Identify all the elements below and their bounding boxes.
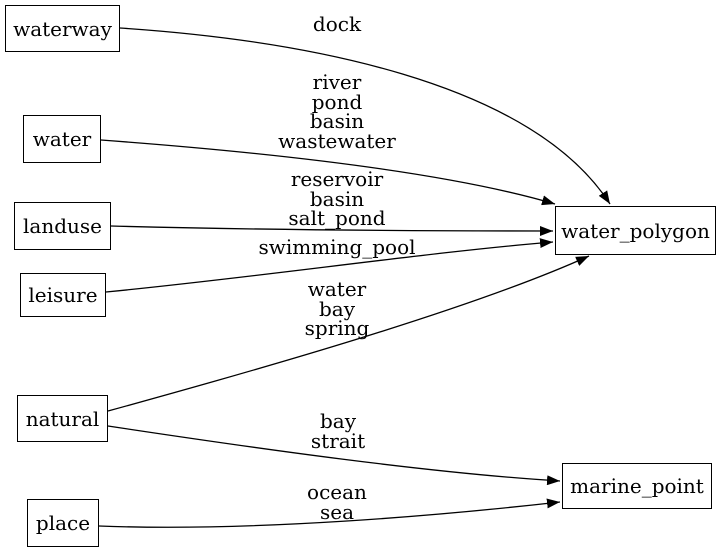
node-place: place: [27, 499, 99, 547]
edge-waterway-to-water_polygon: [119, 27, 611, 205]
edge-label-natural-water_polygon: water bay spring: [304, 277, 370, 340]
edge-label-line: basin: [309, 186, 365, 211]
node-label: waterway: [13, 16, 112, 41]
node-water: water: [23, 115, 101, 163]
node-label: natural: [25, 406, 100, 431]
edge-label-line: swimming_pool: [258, 235, 416, 259]
edge-label-line: dock: [312, 12, 362, 36]
edge-natural-to-marine_point: [107, 425, 561, 486]
edge-label-line: spring: [304, 316, 370, 340]
edge-water-to-water_polygon: [100, 139, 556, 206]
edge-label-line: water: [307, 277, 367, 301]
edge-leisure-to-water_polygon: [105, 238, 554, 293]
edge-natural-to-water_polygon: [107, 255, 590, 412]
edge-label-waterway-water_polygon: dock: [312, 12, 362, 36]
node-label: marine_point: [570, 474, 704, 498]
node-waterway: waterway: [5, 5, 120, 52]
edge-label-line: reservoir: [290, 167, 384, 191]
edge-label-line: strait: [310, 428, 366, 453]
node-natural: natural: [17, 395, 108, 442]
edge-label-landuse-water_polygon: reservoir basin salt_pond: [288, 167, 386, 230]
edge-label-line: salt_pond: [288, 206, 386, 230]
node-landuse: landuse: [14, 202, 111, 250]
node-water_polygon: water_polygon: [555, 206, 716, 255]
edge-place-to-marine_point: [98, 498, 561, 528]
edge-label-line: bay: [318, 296, 356, 321]
edge-landuse-to-water_polygon: [110, 225, 554, 236]
node-label: landuse: [23, 214, 102, 238]
node-leisure: leisure: [20, 273, 106, 317]
edge-label-leisure-water_polygon: swimming_pool: [258, 235, 416, 259]
edge-label-line: sea: [319, 499, 355, 524]
node-label: water: [32, 127, 92, 151]
node-label: leisure: [28, 283, 98, 307]
edge-label-line: wastewater: [278, 128, 396, 153]
node-marine_point: marine_point: [562, 463, 712, 509]
edge-label-natural-marine_point: bay strait: [310, 409, 366, 453]
edge-label-line: ocean: [307, 480, 367, 504]
node-label: water_polygon: [561, 218, 710, 243]
edge-label-water-water_polygon: river pond basin wastewater: [278, 70, 396, 153]
edge-label-line: river: [312, 70, 362, 94]
edge-label-line: basin: [309, 109, 365, 133]
edge-label-place-marine_point: ocean sea: [307, 480, 367, 524]
edge-label-line: pond: [311, 89, 363, 114]
node-label: place: [35, 511, 91, 535]
edge-label-line: bay: [319, 409, 357, 433]
